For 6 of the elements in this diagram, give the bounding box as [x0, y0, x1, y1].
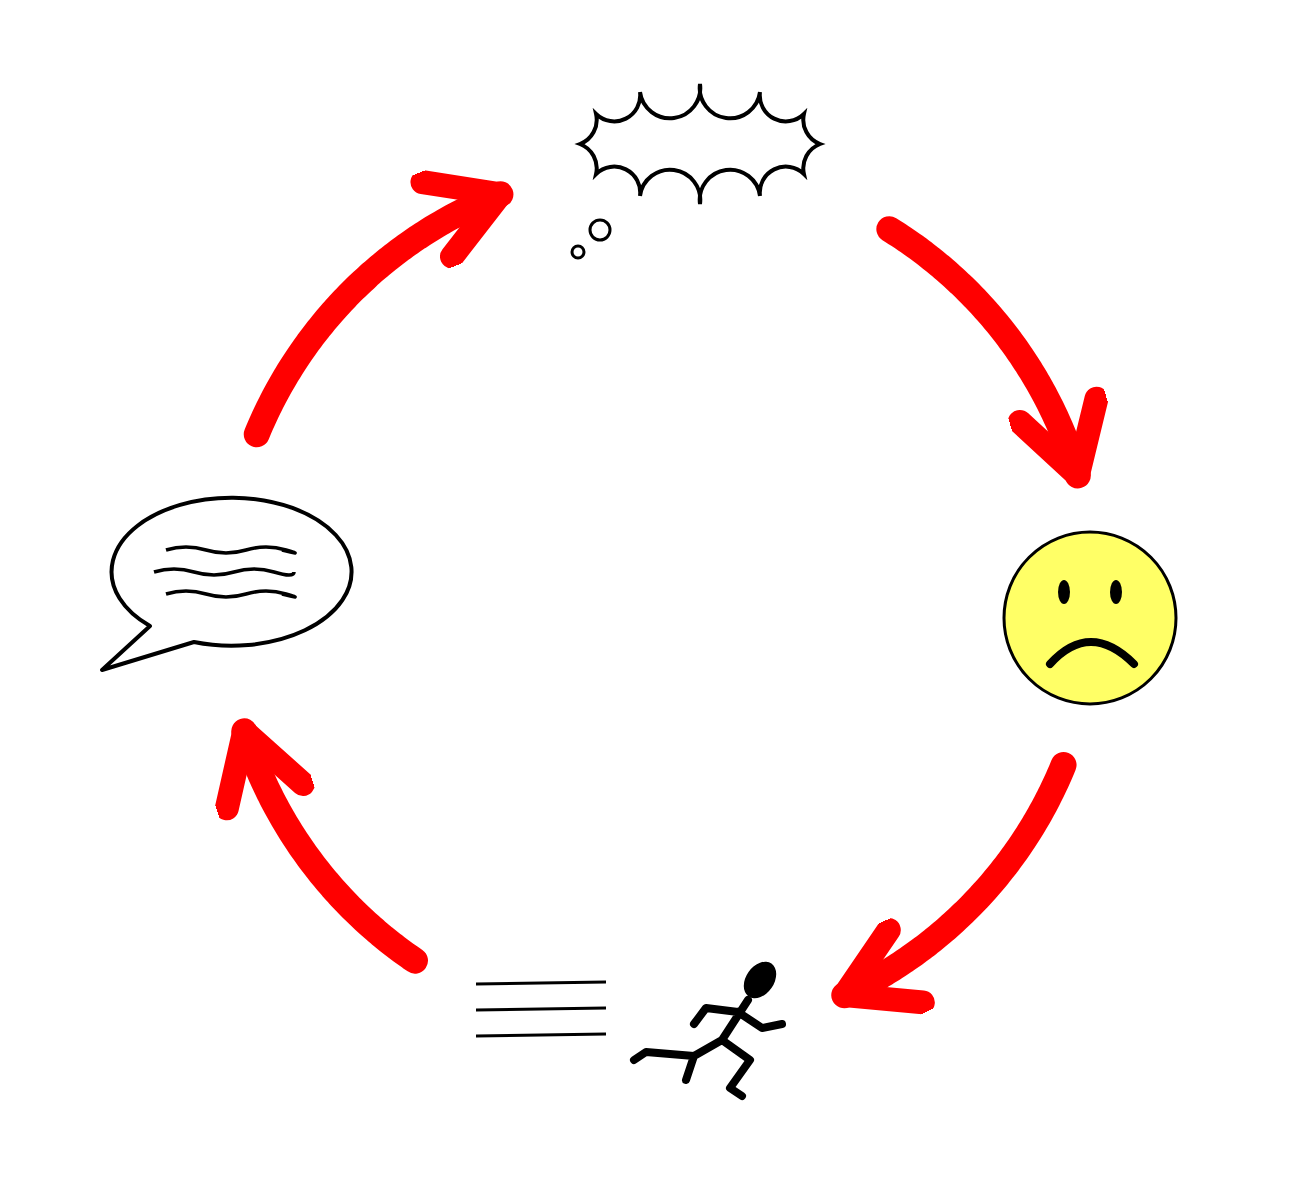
running-figure: [470, 956, 790, 1100]
curved-arrow: [876, 216, 1109, 489]
sad-face: [1000, 528, 1180, 708]
curved-arrow: [214, 718, 428, 974]
curved-arrow: [831, 752, 1077, 1015]
curved-arrow: [243, 170, 514, 448]
